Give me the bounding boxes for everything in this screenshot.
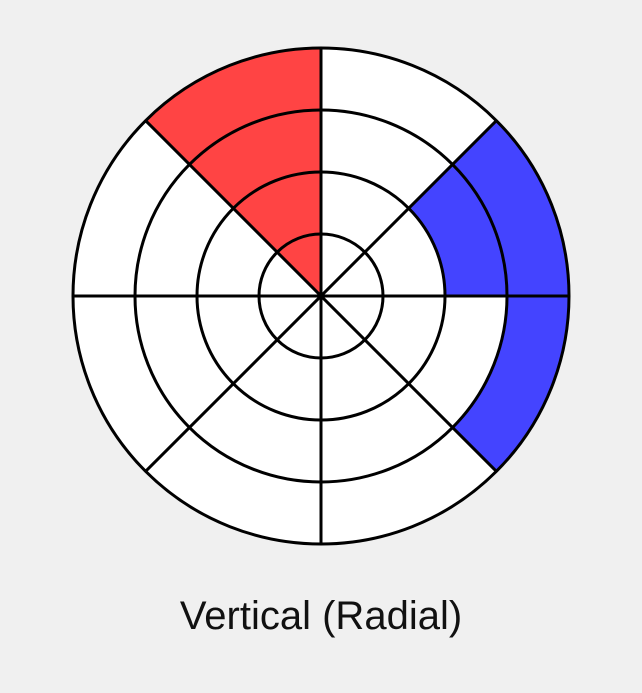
grid-cell-s7-r3 [145,48,321,165]
grid-cell-s2-r2 [408,296,507,428]
grid-cell-s3-r2 [321,383,453,482]
spoke-line-3 [144,119,498,473]
grid-cell-s4-r2 [189,383,321,482]
grid-cell-s2-r0 [321,296,383,340]
grid-cell-s0-r3 [321,48,497,165]
grid-lines [71,46,571,546]
grid-cell-s5-r2 [135,296,234,428]
grid-cell-s0-r0 [321,234,365,296]
grid-cell-s6-r2 [135,164,234,296]
grid-cell-s6-r0 [259,252,321,296]
grid-cell-s7-r2 [189,110,321,209]
grid-cell-s3-r3 [321,427,497,544]
grid-cell-s1-r0 [321,252,383,296]
grid-cell-s6-r3 [73,120,190,297]
grid-cells [73,48,569,544]
grid-cell-s5-r3 [73,296,190,472]
grid-cell-s0-r2 [321,110,453,209]
grid-cell-s1-r3 [452,120,569,297]
grid-cell-s1-r2 [408,164,507,296]
grid-cell-s7-r0 [277,234,321,296]
diagram-caption: Vertical (Radial) [179,594,463,638]
grid-cell-s4-r0 [277,296,321,358]
grid-cell-s3-r0 [321,296,365,358]
grid-cell-s5-r0 [259,296,321,340]
grid-cell-s2-r3 [452,296,569,472]
grid-cell-s4-r3 [145,427,321,544]
